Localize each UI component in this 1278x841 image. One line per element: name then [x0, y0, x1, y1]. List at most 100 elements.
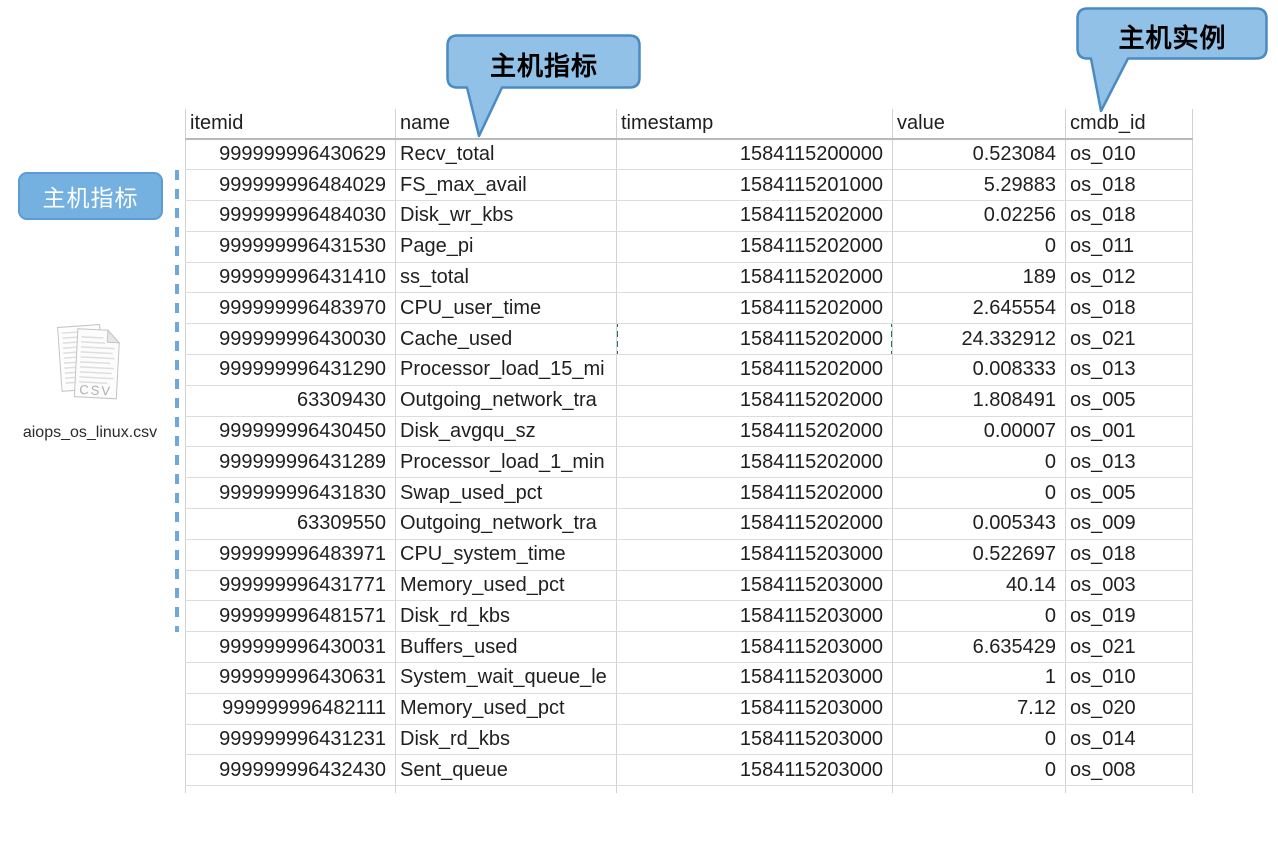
cell-name[interactable]: Buffers_used	[395, 631, 617, 664]
cell-itemid[interactable]: 999999996483971	[185, 538, 396, 571]
cell-value[interactable]: 189	[892, 261, 1066, 294]
cell-value[interactable]: 7.12	[892, 692, 1066, 725]
cell-timestamp[interactable]: 1584115202000	[616, 477, 893, 510]
cell-timestamp[interactable]: 1584115202000	[616, 323, 893, 356]
cell-name[interactable]: Memory_used_pct	[395, 692, 617, 725]
cell-cmdb_id[interactable]: os_014	[1065, 723, 1193, 756]
cell-timestamp[interactable]: 1584115203000	[616, 569, 893, 602]
cell-value[interactable]: 2.645554	[892, 292, 1066, 325]
cell-cmdb_id[interactable]: os_011	[1065, 230, 1193, 263]
cell-cmdb_id[interactable]: os_012	[1065, 261, 1193, 294]
cell-cmdb_id[interactable]: os_005	[1065, 384, 1193, 417]
cell-itemid[interactable]: 63309550	[185, 508, 396, 540]
cell-value[interactable]: 24.332912	[892, 323, 1066, 356]
cell-value[interactable]: 0	[892, 446, 1066, 479]
cell-cmdb_id[interactable]: os_018	[1065, 169, 1193, 202]
cell-cmdb_id[interactable]: os_005	[1065, 477, 1193, 510]
cell-timestamp[interactable]: 1584115203000	[616, 631, 893, 664]
cell-name[interactable]: Disk_avgqu_sz	[395, 415, 617, 448]
cell-value[interactable]: 40.14	[892, 569, 1066, 602]
cell-cmdb_id[interactable]: os_021	[1065, 631, 1193, 664]
cell-itemid[interactable]: 999999996431289	[185, 446, 396, 479]
cell-name[interactable]: Recv_total	[395, 138, 617, 171]
cell-itemid[interactable]: 999999996484030	[185, 200, 396, 232]
cell-name[interactable]: Memory_used_pct	[395, 569, 617, 602]
cell-timestamp[interactable]: 1584115202000	[616, 508, 893, 540]
cell-timestamp[interactable]: 1584115202000	[616, 354, 893, 386]
cell-timestamp[interactable]: 1584115203000	[616, 662, 893, 694]
cell-itemid[interactable]: 999999996431290	[185, 354, 396, 386]
column-header-name[interactable]: name	[395, 109, 617, 140]
cell-timestamp[interactable]: 1584115202000	[616, 292, 893, 325]
cell-itemid[interactable]: 999999996430450	[185, 415, 396, 448]
cell-cmdb_id[interactable]: os_009	[1065, 508, 1193, 540]
cell-value[interactable]: 0.005343	[892, 508, 1066, 540]
cell-name[interactable]: CPU_user_time	[395, 292, 617, 325]
cell-itemid[interactable]: 999999996431530	[185, 230, 396, 263]
cell-name[interactable]: Cache_used	[395, 323, 617, 356]
cell-itemid[interactable]: 999999996481571	[185, 600, 396, 633]
cell-cmdb_id[interactable]: os_010	[1065, 138, 1193, 171]
cell-value[interactable]: 0	[892, 754, 1066, 787]
cell-value[interactable]: 0.523084	[892, 138, 1066, 171]
cell-cmdb_id[interactable]: os_018	[1065, 200, 1193, 232]
cell-cmdb_id[interactable]: os_020	[1065, 692, 1193, 725]
cell-name[interactable]: CPU_system_time	[395, 538, 617, 571]
cell-value[interactable]: 5.29883	[892, 169, 1066, 202]
column-header-cmdb_id[interactable]: cmdb_id	[1065, 109, 1193, 140]
cell-itemid[interactable]: 999999996430031	[185, 631, 396, 664]
cell-itemid[interactable]: 999999996483970	[185, 292, 396, 325]
cell-itemid[interactable]: 999999996431830	[185, 477, 396, 510]
cell-name[interactable]: Swap_used_pct	[395, 477, 617, 510]
cell-timestamp[interactable]: 1584115203000	[616, 600, 893, 633]
cell-cmdb_id[interactable]: os_018	[1065, 538, 1193, 571]
cell-timestamp[interactable]: 1584115200000	[616, 138, 893, 171]
cell-value[interactable]: 0	[892, 230, 1066, 263]
cell-value[interactable]: 0	[892, 600, 1066, 633]
cell-name[interactable]: Sent_queue	[395, 754, 617, 787]
cell-cmdb_id[interactable]: os_003	[1065, 569, 1193, 602]
cell-value[interactable]: 0	[892, 477, 1066, 510]
cell-value[interactable]: 1.808491	[892, 384, 1066, 417]
cell-cmdb_id[interactable]: os_008	[1065, 754, 1193, 787]
cell-timestamp[interactable]: 1584115203000	[616, 692, 893, 725]
cell-value[interactable]: 0.008333	[892, 354, 1066, 386]
cell-value[interactable]: 0.522697	[892, 538, 1066, 571]
cell-name[interactable]: System_wait_queue_le	[395, 662, 617, 694]
cell-value[interactable]: 0	[892, 723, 1066, 756]
column-header-value[interactable]: value	[892, 109, 1066, 140]
cell-name[interactable]: ss_total	[395, 261, 617, 294]
cell-timestamp[interactable]: 1584115202000	[616, 261, 893, 294]
cell-itemid[interactable]: 999999996431231	[185, 723, 396, 756]
cell-itemid[interactable]: 999999996430030	[185, 323, 396, 356]
cell-value[interactable]: 0.02256	[892, 200, 1066, 232]
cell-name[interactable]: FS_max_avail	[395, 169, 617, 202]
cell-itemid[interactable]: 999999996430631	[185, 662, 396, 694]
cell-itemid[interactable]: 999999996432430	[185, 754, 396, 787]
column-header-itemid[interactable]: itemid	[185, 109, 396, 140]
cell-timestamp[interactable]: 1584115202000	[616, 230, 893, 263]
cell-name[interactable]: Outgoing_network_tra	[395, 508, 617, 540]
cell-cmdb_id[interactable]: os_010	[1065, 662, 1193, 694]
cell-value[interactable]: 1	[892, 662, 1066, 694]
cell-itemid[interactable]: 999999996484029	[185, 169, 396, 202]
cell-value[interactable]: 6.635429	[892, 631, 1066, 664]
cell-name[interactable]: Disk_rd_kbs	[395, 600, 617, 633]
cell-name[interactable]: Disk_rd_kbs	[395, 723, 617, 756]
cell-cmdb_id[interactable]: os_013	[1065, 446, 1193, 479]
cell-itemid[interactable]: 63309430	[185, 384, 396, 417]
cell-name[interactable]: Processor_load_1_min	[395, 446, 617, 479]
cell-name[interactable]: Processor_load_15_mi	[395, 354, 617, 386]
cell-itemid[interactable]: 999999996430629	[185, 138, 396, 171]
column-header-timestamp[interactable]: timestamp	[616, 109, 893, 140]
cell-cmdb_id[interactable]: os_013	[1065, 354, 1193, 386]
cell-cmdb_id[interactable]: os_018	[1065, 292, 1193, 325]
cell-itemid[interactable]: 999999996482111	[185, 692, 396, 725]
cell-timestamp[interactable]: 1584115202000	[616, 446, 893, 479]
cell-cmdb_id[interactable]: os_001	[1065, 415, 1193, 448]
cell-timestamp[interactable]: 1584115203000	[616, 538, 893, 571]
cell-timestamp[interactable]: 1584115201000	[616, 169, 893, 202]
cell-itemid[interactable]: 999999996431771	[185, 569, 396, 602]
cell-timestamp[interactable]: 1584115202000	[616, 384, 893, 417]
cell-itemid[interactable]: 999999996431410	[185, 261, 396, 294]
